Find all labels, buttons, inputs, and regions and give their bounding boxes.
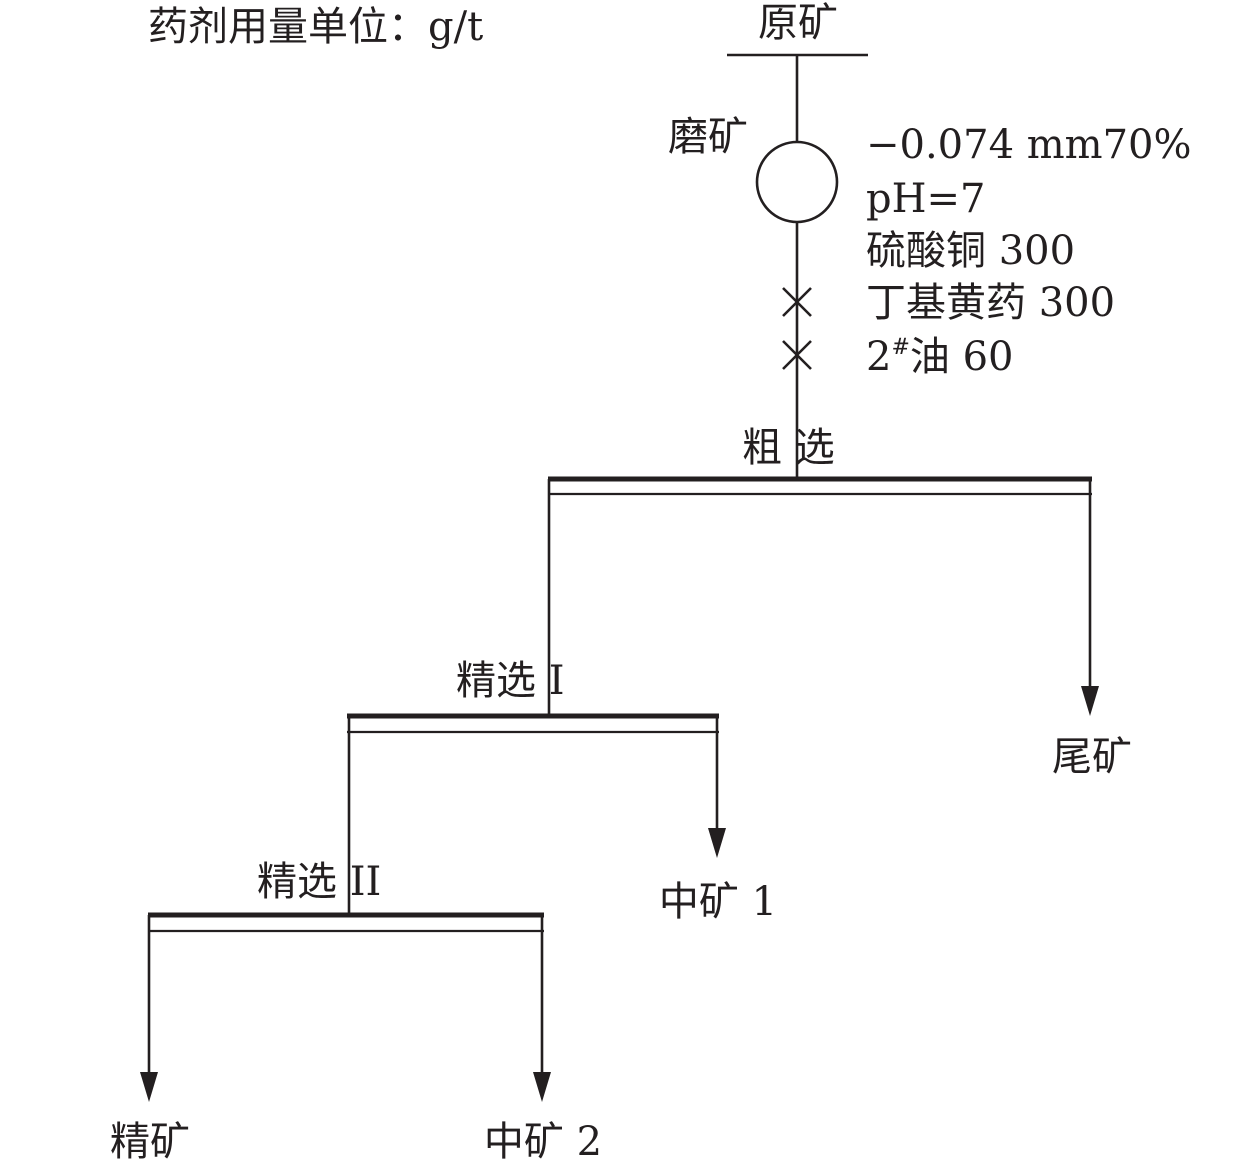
cleaner-1-cell bbox=[347, 713, 719, 734]
tailings-arrow-icon bbox=[1081, 686, 1099, 716]
dosage-unit-note: 药剂用量单位：g/t bbox=[148, 4, 483, 50]
concentrate-arrow-icon bbox=[140, 1072, 158, 1102]
cleaner-2-label: 精选 II bbox=[257, 859, 381, 905]
condition-ph: pH=7 bbox=[866, 176, 985, 222]
middling-1-label: 中矿 1 bbox=[659, 879, 777, 925]
middling-2-label: 中矿 2 bbox=[484, 1119, 602, 1165]
tailings-label: 尾矿 bbox=[1052, 734, 1132, 780]
middling-2-arrow-icon bbox=[533, 1072, 551, 1102]
rougher-cell bbox=[548, 476, 1092, 496]
rougher-label: 粗 选 bbox=[742, 425, 835, 471]
grinding-mill-symbol bbox=[755, 140, 839, 224]
condition-butyl-xanthate: 丁基黄药 300 bbox=[866, 280, 1115, 326]
cleaner-1-label: 精选 I bbox=[456, 658, 565, 704]
concentrate-label: 精矿 bbox=[110, 1119, 190, 1165]
condition-copper-sulfate: 硫酸铜 300 bbox=[866, 228, 1075, 274]
grinding-label: 磨矿 bbox=[668, 114, 748, 160]
condition-grind-size: −0.074 mm70% bbox=[866, 122, 1192, 168]
feed-label: 原矿 bbox=[758, 0, 838, 46]
reagent-addition-mark-1 bbox=[782, 287, 812, 317]
reagent-addition-mark-2 bbox=[782, 340, 812, 370]
middling-1-arrow-icon bbox=[708, 828, 726, 858]
cleaner-2-cell bbox=[148, 912, 544, 933]
condition-pine-oil: 2#油 60 bbox=[866, 334, 1014, 380]
